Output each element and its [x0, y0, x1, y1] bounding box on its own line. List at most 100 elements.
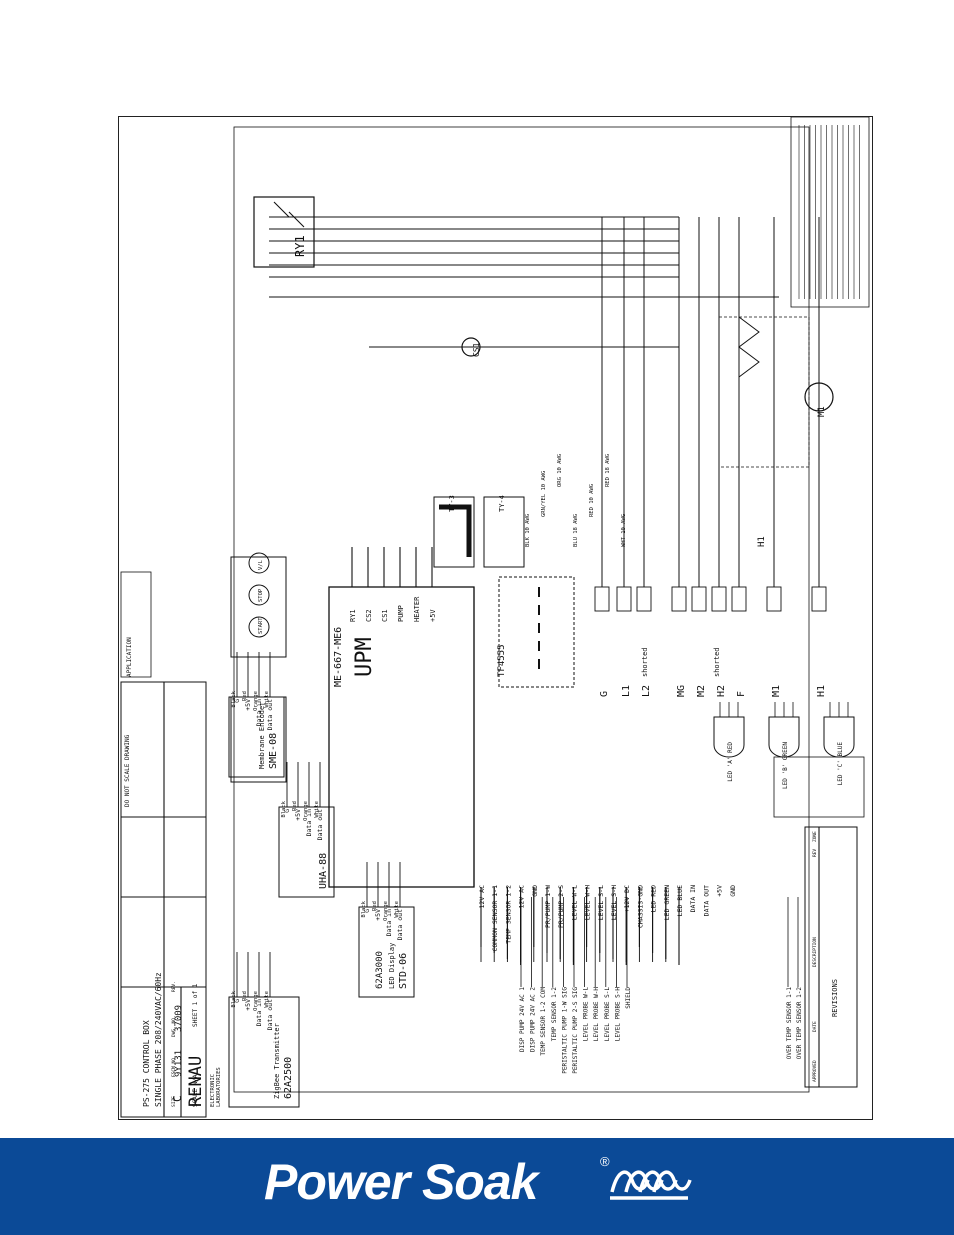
terminal-label: MG	[676, 685, 687, 697]
upm-name: UPM	[352, 637, 377, 677]
terminal-block	[616, 586, 632, 612]
company-name: RENAU	[186, 1056, 206, 1107]
wire-label: BLU 18 AWG	[573, 514, 579, 547]
terminal-block	[594, 586, 610, 612]
connector-label: PERISTALTIC PUMP 1-W SIG	[561, 987, 568, 1074]
module-name: 62A2500	[283, 1057, 294, 1099]
terminal-label: H2	[716, 685, 727, 697]
connector-label: DISP PUMP 24V AC 2	[530, 987, 537, 1052]
inner-frame	[233, 126, 810, 1093]
wire-color: Orange	[253, 991, 259, 1011]
scale-label: SCALE N/A	[192, 1074, 199, 1107]
wave-logo-icon	[610, 1170, 692, 1200]
connector-label: SHIELD	[625, 987, 632, 1009]
wire-color: White	[314, 801, 320, 818]
wire-label: BLK 10 AWG	[525, 514, 531, 547]
upm-top-pin: RY1	[349, 609, 357, 622]
module-pin: Data out	[396, 909, 404, 940]
upm-signal: PR/PUMP 2-S	[557, 885, 565, 928]
wire-color: Black	[231, 690, 237, 707]
module-box	[228, 696, 285, 778]
revisions-title: REVISIONS	[831, 979, 839, 1017]
terminal-block	[636, 586, 652, 612]
module-pin: Data in	[255, 999, 263, 1026]
wire-color: White	[264, 691, 270, 708]
terminal-block	[711, 586, 727, 612]
terminal-block	[731, 586, 747, 612]
wire-color: Orange	[303, 801, 309, 821]
module-pin: Data out	[266, 699, 274, 730]
upm-top-pin: CS2	[365, 609, 373, 622]
company-line: ELECTRONIC	[210, 1074, 216, 1107]
rev-col: APPROVED	[812, 1060, 818, 1082]
upm-top-pin: PUMP	[397, 605, 405, 622]
wire-color: Red	[242, 991, 248, 1001]
wire-label: GRN/YEL 10 AWG	[541, 471, 547, 517]
transformer-label: TF4555	[497, 644, 507, 677]
module-pin: G	[233, 699, 241, 703]
terminal-label: M1	[771, 685, 782, 697]
relay-label: RY1	[293, 235, 307, 257]
upm-signal: LED RED	[650, 885, 658, 912]
switch-label: V/L	[258, 559, 264, 570]
size-label: SIZE	[171, 1096, 177, 1107]
upm-signal: 12V AC	[478, 885, 486, 909]
connector-label: LEVEL PROBE W-L	[583, 987, 590, 1042]
wire-color: White	[264, 991, 270, 1008]
upm-signal: 12V AC	[518, 885, 526, 909]
upm-top-pin: CS1	[381, 609, 389, 622]
module-pin: G	[233, 999, 241, 1003]
rev-col: DESCRIPTION	[812, 937, 818, 967]
led-icon	[713, 716, 745, 758]
current-sensor-label: CS1	[472, 342, 481, 357]
power-soak-logo: Power Soak ®	[264, 1150, 694, 1220]
heater-box	[718, 316, 810, 468]
module-sub: LED Display	[388, 943, 396, 989]
brand-footer	[0, 1138, 954, 1235]
led-label: LED 'A' RED	[727, 742, 734, 782]
upm-top-pin: HEATER	[413, 596, 421, 622]
upm-signal: CHASSIS-GND	[636, 885, 644, 928]
led-label: LED 'B' GREEN	[782, 742, 789, 789]
wire-color: Orange	[253, 691, 259, 711]
wire-color: Red	[292, 801, 298, 811]
triac-box	[483, 496, 525, 568]
switch-label: START	[258, 617, 264, 634]
upm-signal: +5V	[716, 885, 724, 897]
wire-color: White	[394, 901, 400, 918]
switch-button	[248, 584, 270, 606]
upm-signal: PR/PUMP 1-W	[544, 885, 552, 928]
brand-name: Power Soak	[264, 1154, 538, 1210]
terminal-block	[811, 586, 827, 612]
triac-label: TY-4	[498, 495, 506, 512]
upm-signal: DATA IN	[689, 885, 697, 912]
module-pin: G	[283, 809, 291, 813]
upm-signal: LEVEL W-H	[584, 885, 592, 920]
module-pin: Data out	[316, 809, 324, 840]
sensor-label: OVER TEMP SENSOR 1-2	[796, 987, 803, 1060]
terminal-block	[671, 586, 687, 612]
application-label: APPLICATION	[126, 637, 133, 677]
triac-label: TY-3	[448, 495, 456, 512]
sensor-label: OVER TEMP SENSOR 1-1	[786, 987, 793, 1060]
module-pin: Data in	[255, 699, 263, 726]
revisions-table	[804, 826, 858, 1088]
upm-signal: COMMON SENSOR 1-1	[491, 885, 499, 952]
terminal-label: L1	[621, 685, 632, 697]
switch-panel	[230, 556, 287, 658]
terminal-label: G	[599, 691, 610, 697]
wire-label: WHT 10 AWG	[621, 514, 627, 547]
terminal-block	[691, 586, 707, 612]
scale-note: DO NOT SCALE DRAWING	[124, 734, 131, 807]
upm-signal: DATA OUT	[702, 885, 710, 916]
wire-label: RED 10 AWG	[589, 484, 595, 517]
module-box	[228, 996, 300, 1108]
terminal-label: M2	[696, 685, 707, 697]
shorted-label: shorted	[641, 647, 649, 677]
upm-part: ME-667-ME6	[333, 627, 344, 687]
rev-label: REV.	[171, 981, 177, 992]
current-sensor-icon	[461, 337, 481, 357]
relay-contact	[273, 201, 290, 218]
registered-mark: ®	[600, 1154, 610, 1169]
